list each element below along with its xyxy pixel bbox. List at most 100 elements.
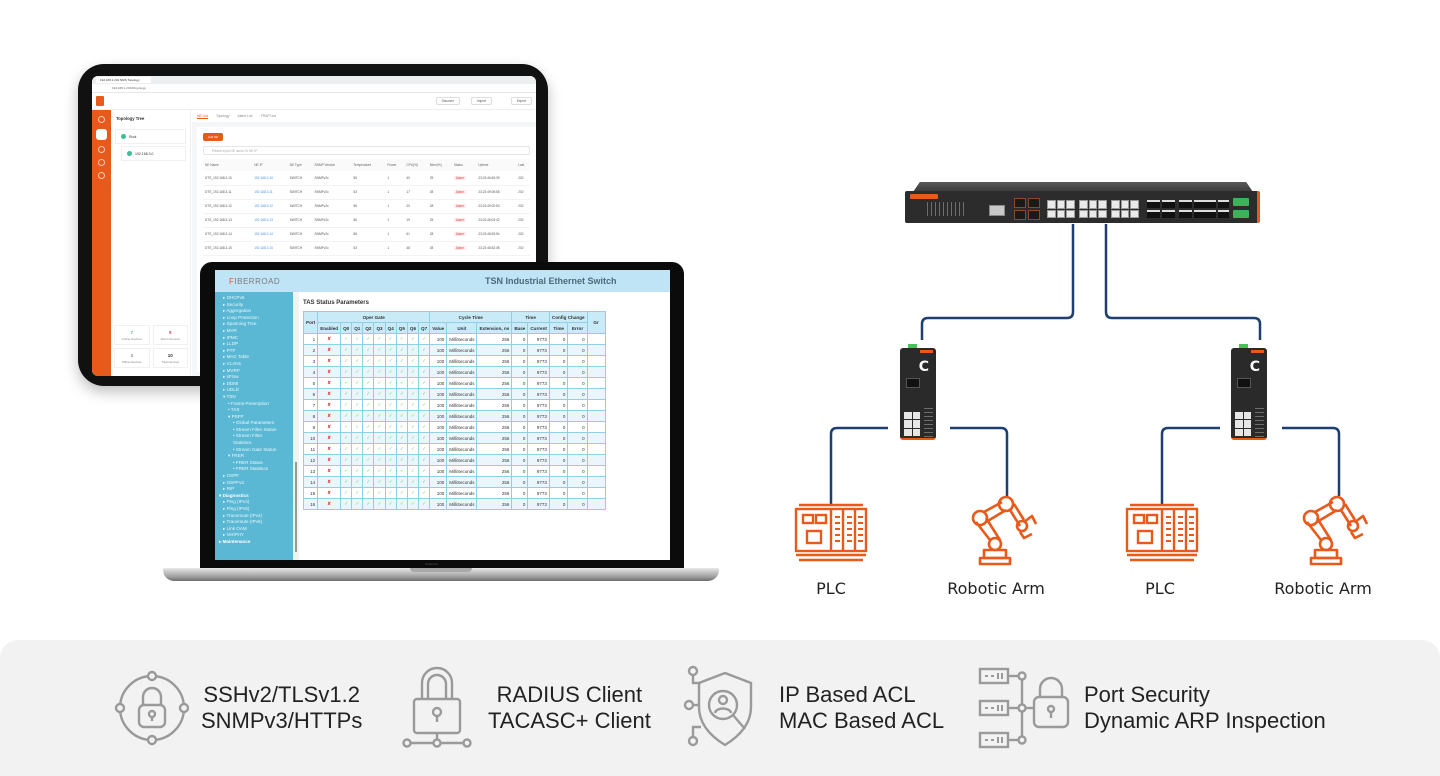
table-cell[interactable]: 192.168.3.15 [252, 241, 288, 256]
column-header[interactable]: NE Name [203, 159, 253, 171]
nav-item[interactable]: ▸ MVRP [223, 367, 240, 373]
nav-item[interactable]: ▸ Traceroute (IPv4) [223, 512, 263, 518]
tab-topology[interactable]: Topology [215, 114, 230, 118]
nav-item[interactable]: ▸ Security [223, 301, 244, 307]
browser-tab[interactable]: 192.168.1.201 NMS Topology [96, 77, 151, 83]
table-cell: 28 [427, 199, 452, 214]
nav-item[interactable]: ▸ VLANs [223, 360, 241, 366]
switch-front-panel [905, 191, 1260, 223]
nav-item[interactable]: • Stream Filter [233, 433, 263, 439]
scrollbar-thumb[interactable] [295, 462, 297, 552]
gate-check-icon: ✓ [418, 344, 431, 356]
cloud-icon[interactable] [96, 129, 107, 140]
nav-item[interactable]: • Global Parameters [233, 420, 275, 426]
tab-ne-list[interactable]: NE List [197, 113, 208, 119]
column-header[interactable]: Status [451, 159, 477, 171]
search-icon[interactable] [98, 146, 105, 153]
table-cell[interactable]: 192.168.3.11 [252, 185, 288, 200]
cell-value: 1 [387, 190, 390, 194]
nav-item[interactable]: ▸ MVR [223, 327, 237, 333]
nav-item[interactable]: ▸ Ping (IPv4) [223, 499, 250, 505]
column-header[interactable]: Last [516, 159, 530, 171]
nav-item[interactable]: ▸ OSPFv3 [223, 479, 244, 485]
nav-item[interactable]: ▸ VeriPHY [223, 532, 244, 538]
table-cell[interactable]: 192.168.3.13 [252, 213, 288, 228]
nav-item[interactable]: ▸ RIP [223, 486, 235, 492]
tab-trap-list[interactable]: TRAP List [260, 114, 276, 118]
gear-icon[interactable] [98, 172, 105, 179]
add-ne-button[interactable]: Add NE [203, 133, 223, 141]
import-button[interactable]: Import [470, 97, 492, 105]
nav-item[interactable]: ▸ MAC Table [223, 354, 249, 360]
table-cell: 1 [385, 185, 405, 200]
nav-item[interactable]: ▸ sFlow [223, 374, 239, 380]
nav-item[interactable]: ▸ Loop Protection [223, 314, 259, 320]
nav-item[interactable]: ▸ Ping (IPv6) [223, 506, 250, 511]
nav-item[interactable]: ▸ IPMC [223, 334, 239, 340]
table-cell[interactable]: 192.168.3.12 [252, 199, 288, 214]
tab-alarm-list[interactable]: Alarm List [237, 114, 253, 118]
dashboard-icon[interactable] [98, 116, 105, 123]
nav-item[interactable]: • FRER Statistics [233, 466, 269, 472]
column-header[interactable]: CPU(%) [404, 159, 428, 171]
tree-node-root[interactable]: Root [115, 129, 186, 144]
nav-item[interactable]: ▸ OSPF [223, 473, 240, 479]
nav-scrollbar[interactable] [293, 292, 299, 560]
gate-check-icon: ✓ [384, 498, 397, 510]
column-header[interactable]: NE Type [287, 159, 313, 171]
nav-item[interactable]: Statistics [233, 440, 252, 446]
table-cell: 202 [516, 185, 530, 200]
nav-item[interactable]: ▸ Aggregation [223, 308, 252, 314]
config-time-cell: 0 [548, 366, 569, 378]
table-cell[interactable]: 192.168.3.14 [252, 227, 288, 242]
nav-item[interactable]: • TAS [228, 407, 240, 413]
nav-item[interactable]: ▸ UDLD [223, 387, 240, 393]
nav-item[interactable]: ▸ Link OAM [223, 525, 247, 531]
table-cell: SWITCH [287, 213, 313, 228]
nav-item[interactable]: ▸ LLDP [223, 341, 239, 347]
export-button[interactable]: Export [510, 97, 532, 105]
nav-item[interactable]: • Stream Filter Status [233, 426, 277, 432]
table-cell: 202 [516, 199, 530, 214]
nav-item[interactable]: ▸ Traceroute (IPv6) [223, 519, 263, 525]
nav-item[interactable]: ▾ Diagnostics [219, 492, 249, 498]
nav-item[interactable]: ▸ DHCPv6 [223, 295, 245, 300]
tree-node-subnet[interactable]: 192.168.3.0 [121, 146, 186, 161]
column-header[interactable]: Temperature [351, 159, 386, 171]
nav-item[interactable]: ▸ PTP [223, 347, 236, 353]
nav-item[interactable]: ▸ Maintenance [219, 538, 251, 544]
extension-cell: 256 [476, 498, 513, 510]
nav-item[interactable]: ▾ TSN [223, 393, 236, 399]
logo-prefix: F [229, 277, 235, 286]
nav-item[interactable]: ▾ PSFP [228, 413, 244, 419]
ne-search-input[interactable]: Please input NE name Or NE IP [203, 146, 530, 155]
column-header[interactable]: SNMP Version [312, 159, 352, 171]
address-bar[interactable]: 192.168.1.201/#/topology [92, 84, 536, 93]
table-cell: DTS_192.168.3.13 [203, 213, 253, 228]
nav-item[interactable]: • FRER Status [233, 459, 263, 465]
table-cell: SNMPv2c [312, 227, 352, 242]
nav-item[interactable]: • Frame Preemption [228, 400, 269, 406]
settings-icon[interactable] [98, 159, 105, 166]
column-header[interactable]: Power [385, 159, 405, 171]
nav-item[interactable]: ▸ DDMI [223, 380, 239, 386]
column-header[interactable]: Uptime [476, 159, 517, 171]
table-cell[interactable]: 192.168.3.10 [252, 171, 288, 186]
discover-button[interactable]: Discover [435, 97, 460, 105]
column-header[interactable]: Mem(%) [427, 159, 452, 171]
nav-item[interactable]: ▾ FRER [228, 453, 245, 459]
column-header[interactable]: NE IP [252, 159, 288, 171]
nav-item[interactable]: • Stream Gate Status [233, 446, 277, 452]
cell-value: 202 [518, 204, 524, 208]
nav-item[interactable]: ▸ Spanning Tree [223, 321, 257, 327]
